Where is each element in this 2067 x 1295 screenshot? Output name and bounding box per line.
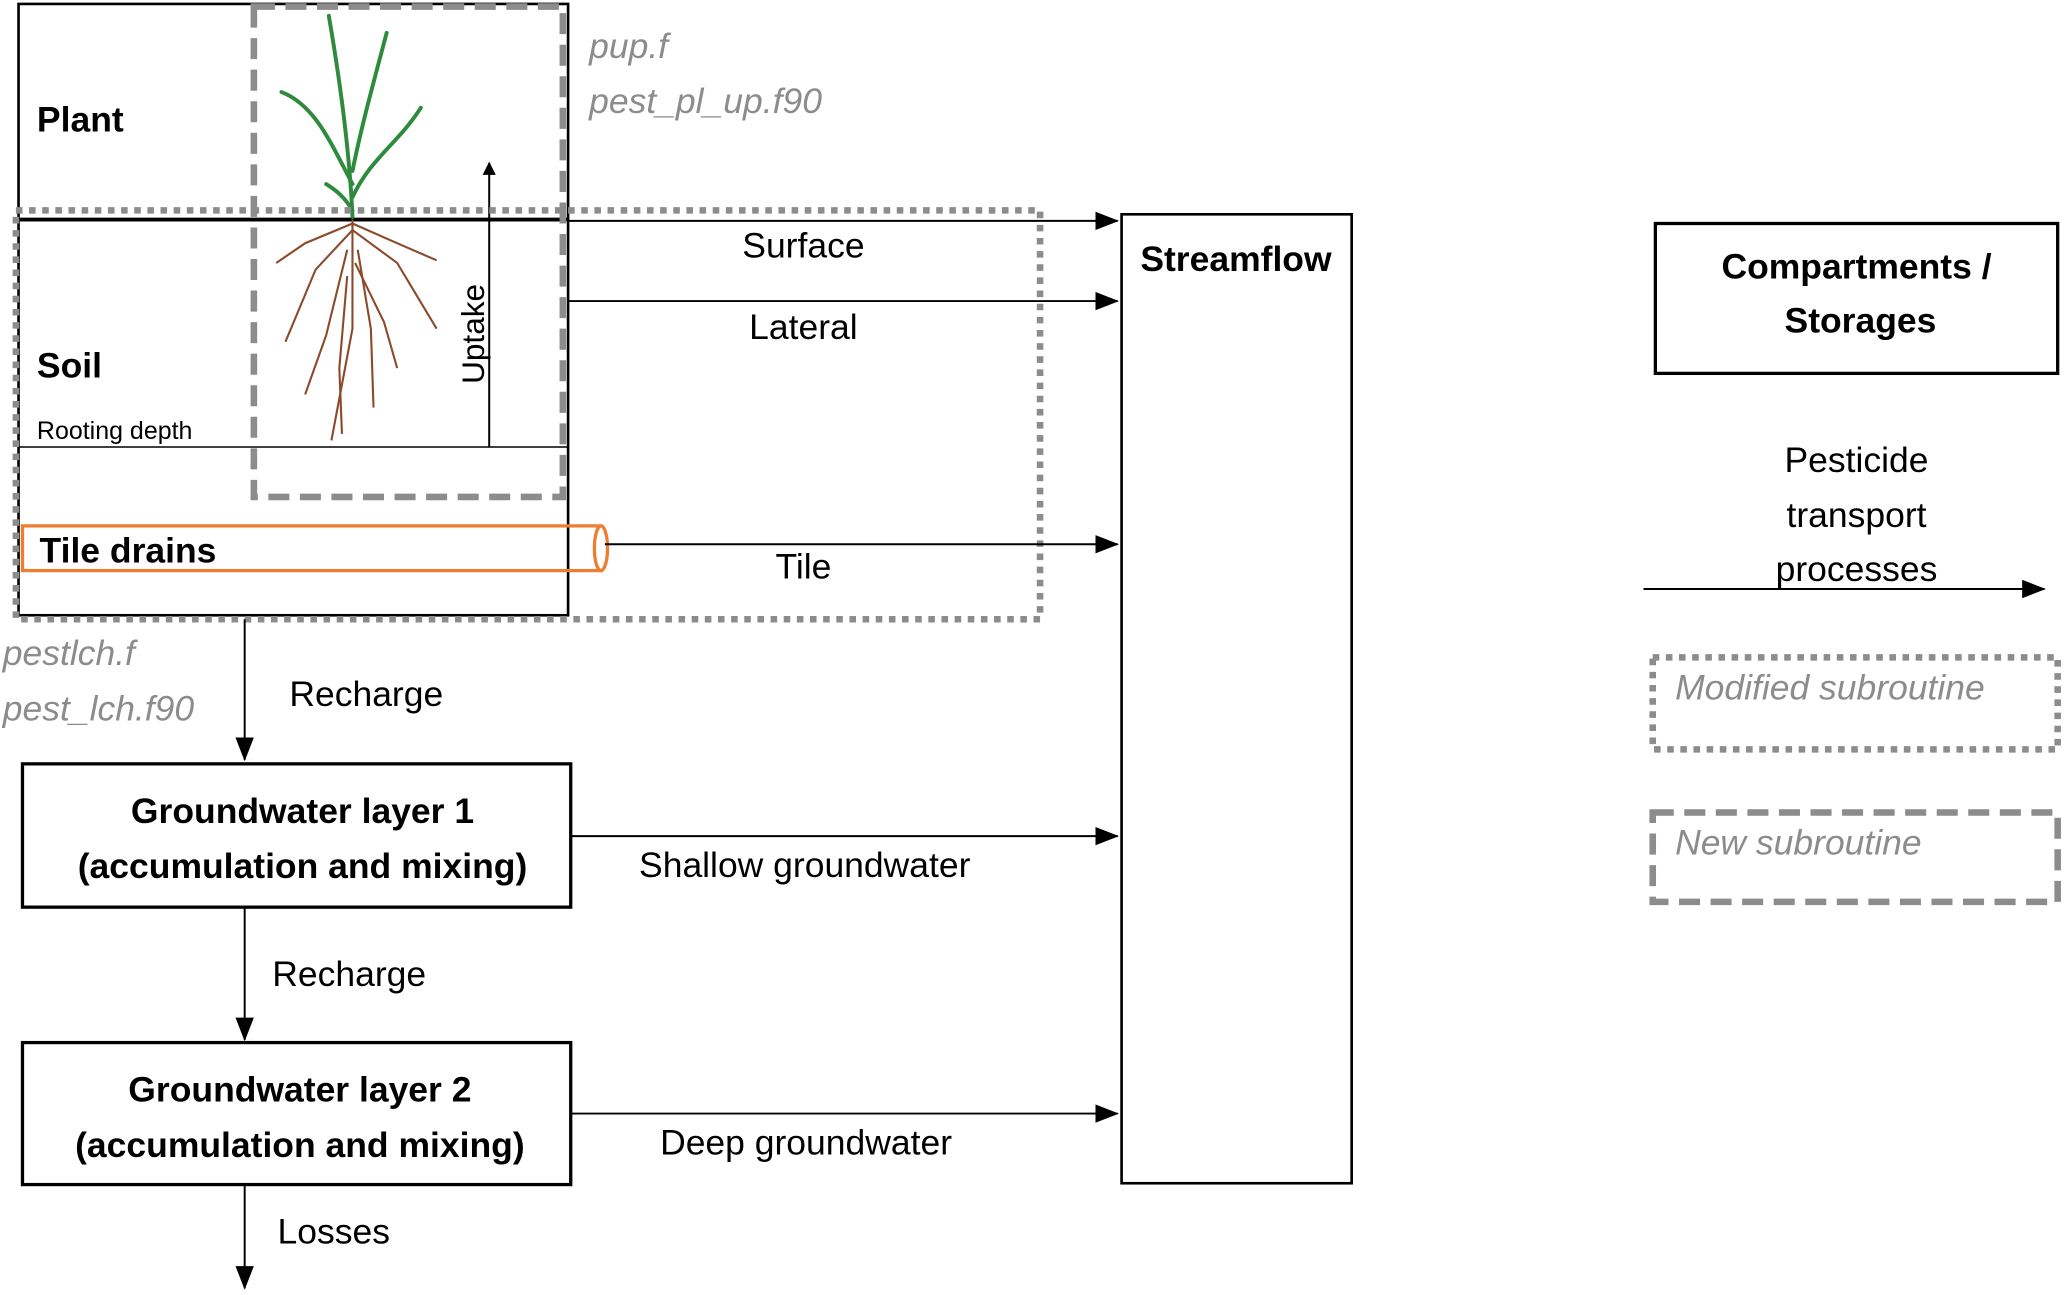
- rooting-depth-label: Rooting depth: [37, 417, 192, 445]
- leach-file-1: pestlch.f: [2, 633, 138, 673]
- gw1-label-line2: (accumulation and mixing): [78, 846, 528, 886]
- legend-compartments-line1: Compartments /: [1721, 247, 1991, 287]
- gw2-label-line1: Groundwater layer 2: [128, 1070, 471, 1110]
- legend-new-box: [1649, 809, 2061, 906]
- root-icon: [275, 219, 438, 441]
- legend-modified-box: [1649, 654, 2061, 753]
- uptake-label: Uptake: [455, 284, 491, 384]
- plant-icon: [279, 13, 423, 219]
- streamflow-label: Streamflow: [1140, 239, 1332, 279]
- deep-gw-label: Deep groundwater: [660, 1122, 952, 1162]
- streamflow-box: [1120, 212, 1353, 1185]
- uptake-file-1: pup.f: [588, 26, 671, 66]
- legend: Compartments / Storages Pesticide transp…: [1643, 221, 2061, 906]
- legend-compartments-line2: Storages: [1785, 301, 1937, 341]
- uptake-file-2: pest_pl_up.f90: [588, 81, 822, 121]
- legend-transport-line1: Pesticide: [1785, 440, 1929, 480]
- recharge-label-2: Recharge: [272, 954, 426, 994]
- shallow-gw-label: Shallow groundwater: [639, 845, 971, 885]
- plant-label: Plant: [37, 99, 124, 139]
- legend-transport-line3: processes: [1776, 549, 1938, 589]
- new-subroutine-uptake-box: [250, 3, 567, 501]
- lateral-label: Lateral: [749, 307, 858, 347]
- recharge-label-1: Recharge: [289, 674, 443, 714]
- tile-drains-label: Tile drains: [40, 531, 217, 571]
- legend-compartment-box: [1653, 221, 2060, 376]
- legend-new-label: New subroutine: [1675, 823, 1922, 863]
- legend-transport-line2: transport: [1786, 495, 1926, 535]
- leach-file-2: pest_lch.f90: [2, 688, 195, 728]
- gw2-label-line2: (accumulation and mixing): [75, 1125, 525, 1165]
- losses-label: Losses: [278, 1212, 390, 1252]
- soil-label: Soil: [37, 345, 102, 385]
- tile-drain-pipe-end: [592, 524, 610, 573]
- tile-label: Tile: [775, 546, 831, 586]
- surface-label: Surface: [742, 226, 864, 266]
- legend-modified-label: Modified subroutine: [1675, 667, 1985, 707]
- gw1-label-line1: Groundwater layer 1: [131, 791, 474, 831]
- modified-subroutine-soil-box: [12, 207, 1044, 623]
